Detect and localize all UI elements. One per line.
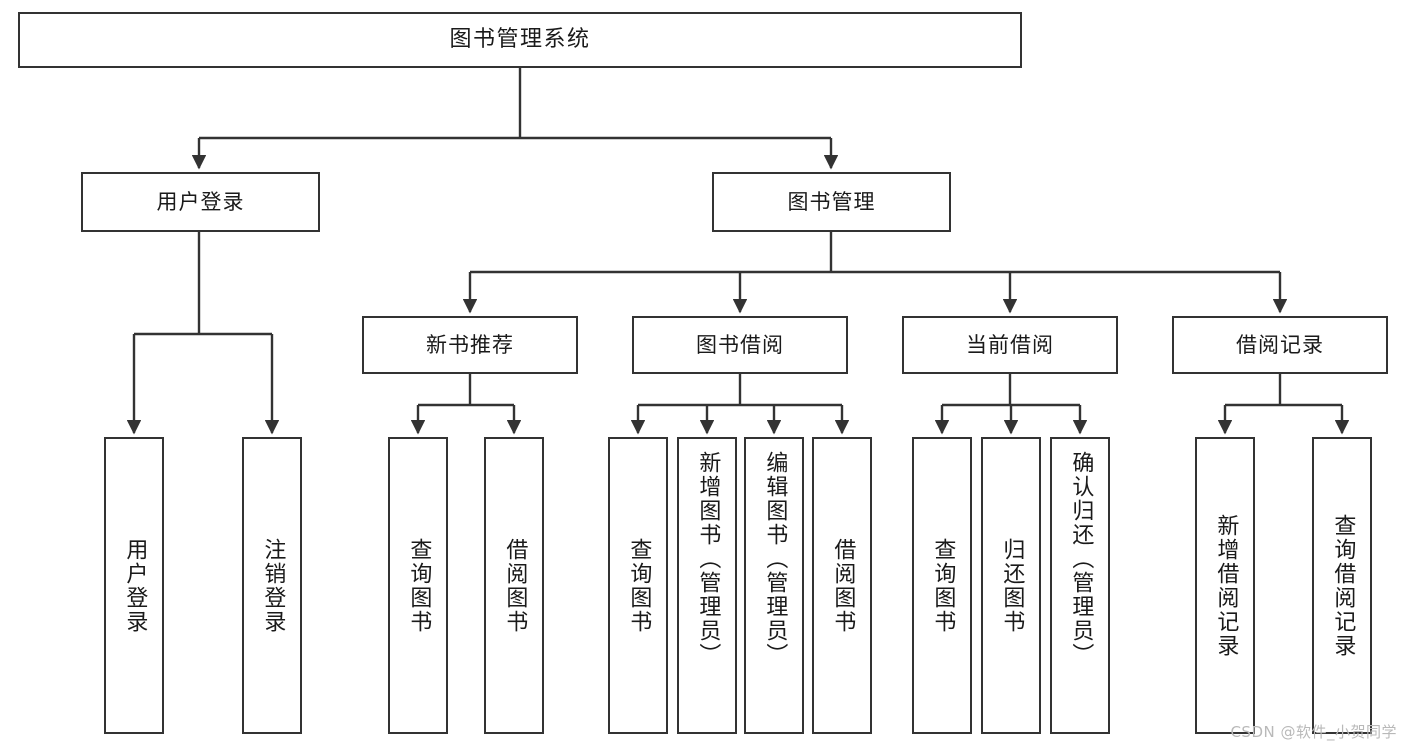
node-leaf-query-book-1-label: 查询图书 <box>406 537 432 634</box>
node-leaf-query-book-2-label: 查询图书 <box>626 537 652 634</box>
node-leaf-add-record-label: 新增借阅记录 <box>1213 513 1239 658</box>
node-leaf-query-record-label: 查询借阅记录 <box>1330 513 1356 658</box>
node-leaf-edit-book[interactable]: 编辑图书（管理员） <box>744 437 804 734</box>
node-leaf-borrow-book-1-label: 借阅图书 <box>502 537 528 634</box>
node-book-management-label: 图书管理 <box>787 189 876 214</box>
node-book-management[interactable]: 图书管理 <box>712 172 951 232</box>
node-leaf-add-book[interactable]: 新增图书（管理员） <box>677 437 737 734</box>
node-root[interactable]: 图书管理系统 <box>18 12 1022 68</box>
node-leaf-borrow-book-2[interactable]: 借阅图书 <box>812 437 872 734</box>
node-leaf-return-book-label: 归还图书 <box>999 537 1025 634</box>
node-leaf-query-book-3-label: 查询图书 <box>930 537 956 634</box>
node-borrow-record-label: 借阅记录 <box>1236 332 1324 357</box>
node-leaf-confirm-return-label: 确认归还（管理员） <box>1068 451 1094 667</box>
node-user-login[interactable]: 用户登录 <box>81 172 320 232</box>
watermark-text: CSDN @软件_小贺同学 <box>1230 723 1397 741</box>
node-leaf-query-book-1[interactable]: 查询图书 <box>388 437 448 734</box>
node-leaf-user-login-label: 用户登录 <box>122 537 148 634</box>
node-root-label: 图书管理系统 <box>449 27 591 53</box>
node-book-borrow[interactable]: 图书借阅 <box>632 316 848 374</box>
node-book-borrow-label: 图书借阅 <box>696 332 784 357</box>
node-leaf-user-login[interactable]: 用户登录 <box>104 437 164 734</box>
node-new-book-recommend-label: 新书推荐 <box>426 332 514 357</box>
node-user-login-label: 用户登录 <box>156 189 245 214</box>
node-current-borrow[interactable]: 当前借阅 <box>902 316 1118 374</box>
node-leaf-return-book[interactable]: 归还图书 <box>981 437 1041 734</box>
node-leaf-borrow-book-1[interactable]: 借阅图书 <box>484 437 544 734</box>
node-current-borrow-label: 当前借阅 <box>966 332 1054 357</box>
node-leaf-logout-login[interactable]: 注销登录 <box>242 437 302 734</box>
node-leaf-edit-book-label: 编辑图书（管理员） <box>762 451 788 667</box>
node-leaf-borrow-book-2-label: 借阅图书 <box>830 537 856 634</box>
node-leaf-add-record[interactable]: 新增借阅记录 <box>1195 437 1255 734</box>
node-borrow-record[interactable]: 借阅记录 <box>1172 316 1388 374</box>
node-new-book-recommend[interactable]: 新书推荐 <box>362 316 578 374</box>
node-leaf-query-book-3[interactable]: 查询图书 <box>912 437 972 734</box>
node-leaf-logout-login-label: 注销登录 <box>260 537 286 634</box>
node-leaf-query-record[interactable]: 查询借阅记录 <box>1312 437 1372 734</box>
node-leaf-query-book-2[interactable]: 查询图书 <box>608 437 668 734</box>
node-leaf-confirm-return[interactable]: 确认归还（管理员） <box>1050 437 1110 734</box>
node-leaf-add-book-label: 新增图书（管理员） <box>695 451 721 667</box>
